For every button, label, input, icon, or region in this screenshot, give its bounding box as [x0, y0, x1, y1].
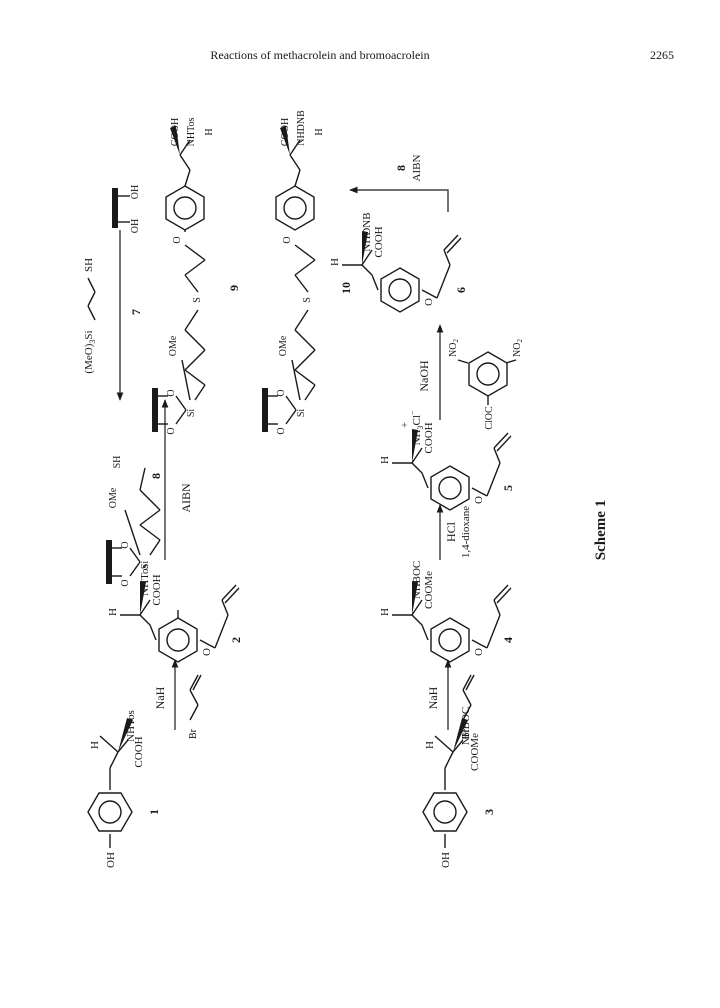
arrow-6: 8 AIBN [349, 155, 449, 212]
c4-number: 4 [501, 637, 515, 643]
c3-h: H [424, 741, 436, 749]
c9-o1: O [166, 389, 177, 396]
c5-h: H [379, 456, 391, 464]
c10-h: H [314, 128, 325, 135]
c8-o1: O [120, 541, 131, 548]
c8-si: Si [140, 561, 151, 570]
c10-number: 10 [339, 282, 353, 294]
c8-o2: O [120, 579, 131, 586]
c1-n: NHTos [125, 710, 137, 742]
arrow-3: HCl 1,4-dioxane [436, 504, 472, 560]
compound-3: H NHBOC COOMe OH 3 [422, 707, 496, 868]
r7-sh: SH [83, 258, 95, 272]
c6-link: O [423, 298, 435, 306]
r1-top: NaH [153, 686, 167, 709]
c4-acid: COOMe [423, 571, 435, 609]
r2-bottom: Br [461, 728, 472, 739]
r3-top: HCl [444, 521, 458, 542]
arrow-1: NaH Br [153, 659, 202, 739]
c4-n: NHBOC [411, 561, 423, 600]
c5-acid: COOH [423, 422, 435, 453]
c2-n: NHTos [139, 564, 151, 596]
c8-ome: OMe [108, 487, 119, 508]
r7-number: 7 [129, 309, 143, 315]
c1-end: OH [105, 852, 117, 868]
r6-bottom: AIBN [179, 483, 193, 513]
c6-h: H [329, 258, 341, 266]
compound-5: H NH3Cl− + COOH O 5 [379, 410, 515, 511]
c9-s: S [192, 297, 203, 303]
c8-number: 8 [149, 473, 163, 479]
r4-acyl: ClOC [484, 406, 495, 430]
c10-acid: COOH [280, 118, 291, 146]
c6-number: 6 [454, 287, 468, 293]
c1-number: 1 [147, 809, 161, 815]
c1-acid: COOH [133, 736, 145, 767]
c8-sh: SH [112, 456, 123, 469]
r7-silane: (MeO)3Si [83, 330, 97, 373]
c4-h: H [379, 608, 391, 616]
c9-ome: OMe [168, 335, 179, 356]
r2-top: NaH [426, 686, 440, 709]
c9-n: NHTos [186, 118, 197, 147]
c10-s: S [302, 297, 313, 303]
r1-bottom: Br [188, 728, 199, 739]
c5-number: 5 [501, 485, 515, 491]
r7-oh1: OH [130, 185, 141, 199]
c9-o2: O [166, 427, 177, 434]
c2-h: H [107, 608, 119, 616]
r7-oh2: OH [130, 219, 141, 233]
compound-9: O O Si OMe S O COOH NHTos H 9 [152, 118, 241, 435]
c6-n: NHDNB [361, 212, 373, 251]
r4-no2-a: NO2 [448, 339, 460, 357]
c10-o2: O [276, 427, 287, 434]
c2-link: O [201, 648, 213, 656]
r4-no2-b: NO2 [512, 339, 524, 357]
arrow-4: NaOH ClOC NO2 NO2 [417, 324, 524, 430]
c9-h: H [204, 128, 215, 135]
c5-plus: + [400, 422, 411, 428]
c9-o: O [172, 236, 183, 243]
compound-1: H NHTos COOH OH 1 [87, 710, 161, 868]
c3-n: NHBOC [460, 707, 472, 746]
c3-number: 3 [482, 809, 496, 815]
page-number: 2265 [650, 48, 674, 62]
c5-n: NH3Cl− [408, 410, 425, 445]
r4-top: NaOH [417, 360, 431, 392]
c4-link: O [473, 648, 485, 656]
c3-end: OH [440, 852, 452, 868]
c10-si: Si [296, 409, 307, 418]
compound-8: O O Si OMe SH 8 [106, 456, 163, 587]
arrow-7: (MeO)3Si SH 7 OH OH [83, 185, 143, 401]
r5-top: 8 [394, 165, 408, 171]
c3-acid: COOMe [469, 733, 481, 771]
c2-number: 2 [229, 637, 243, 643]
compound-2: H NHTos COOH O 2 [107, 564, 243, 663]
scheme-caption: Scheme 1 [593, 500, 609, 560]
arrow-2: NaH Br [426, 659, 475, 739]
compound-10: O O Si OMe S O COOH NHDNB H 10 [262, 110, 353, 435]
c9-number: 9 [227, 285, 241, 291]
c9-si: Si [186, 409, 197, 418]
c10-ome: OMe [278, 335, 289, 356]
c5-link: O [473, 496, 485, 504]
c9-acid: COOH [170, 118, 181, 146]
c10-o: O [282, 236, 293, 243]
running-title: Reactions of methacrolein and bromoacrol… [210, 48, 430, 62]
c10-o1: O [276, 389, 287, 396]
r5-bottom: AIBN [411, 155, 423, 182]
arrow-5: AIBN [161, 399, 193, 560]
r3-bottom: 1,4-dioxane [460, 506, 472, 558]
c2-acid: COOH [151, 574, 163, 605]
c6-acid: COOH [373, 226, 385, 257]
c10-n: NHDNB [296, 110, 307, 146]
compound-6: H NHDNB COOH O 6 [329, 212, 468, 313]
c1-h: H [89, 741, 101, 749]
compound-4: H NHBOC COOMe O 4 [379, 561, 515, 663]
